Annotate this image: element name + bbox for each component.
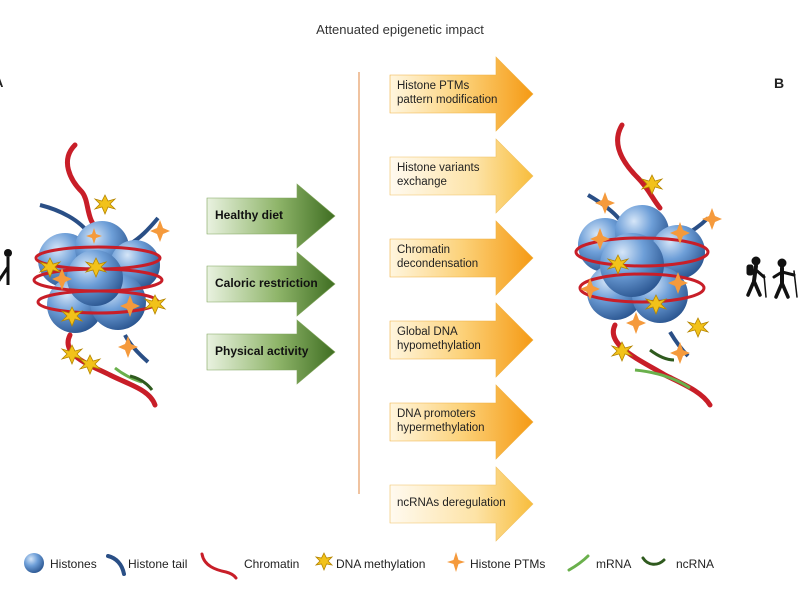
legend: Histones Histone tail Chromatin DNA meth… (0, 548, 800, 580)
ncrna-arc-icon (641, 556, 666, 566)
chromatin-strand-icon (200, 552, 238, 580)
effect-label-ncrnas: ncRNAs deregulation (397, 497, 506, 509)
legend-label-dna-methylation: DNA methylation (336, 557, 426, 571)
legend-label-mrna: mRNA (596, 557, 632, 571)
intervention-arrows (206, 183, 336, 385)
divider-line (358, 72, 360, 494)
histone-sphere-icon (24, 553, 44, 573)
dna-methylation-star-icon (314, 552, 334, 572)
person-icon-left (0, 249, 12, 285)
histone-tail-icon (106, 554, 126, 576)
intervention-label-caloric-restriction: Caloric restriction (215, 276, 318, 290)
intervention-label-physical-activity: Physical activity (215, 344, 309, 358)
legend-label-histone-ptms: Histone PTMs (470, 557, 546, 571)
arrow-healthy-diet (206, 183, 336, 249)
arrow-effect-0 (389, 56, 534, 132)
effect-arrows (389, 56, 534, 542)
arrow-effect-2 (389, 220, 534, 296)
panel-b-label: B (774, 75, 785, 91)
nucleosome-decondensed (574, 122, 722, 408)
panel-a-label: A (0, 75, 3, 90)
legend-label-chromatin: Chromatin (244, 557, 300, 571)
mrna-line-icon (567, 554, 590, 572)
legend-label-histones: Histones (50, 557, 97, 571)
histone-ptm-spark-icon (447, 552, 465, 572)
diagram-title: Attenuated epigenetic impact (316, 22, 484, 37)
arrow-caloric-restriction (206, 251, 336, 317)
arrow-effect-3 (389, 302, 534, 378)
arrow-effect-5 (389, 466, 534, 542)
legend-label-ncrna: ncRNA (676, 557, 715, 571)
arrow-effect-4 (389, 384, 534, 460)
legend-label-histone-tail: Histone tail (128, 557, 188, 571)
arrow-physical-activity (206, 319, 336, 385)
hikers-icon (746, 256, 798, 299)
nucleosome-condensed (32, 142, 170, 408)
arrow-effect-1 (389, 138, 534, 214)
intervention-label-healthy-diet: Healthy diet (215, 208, 284, 222)
